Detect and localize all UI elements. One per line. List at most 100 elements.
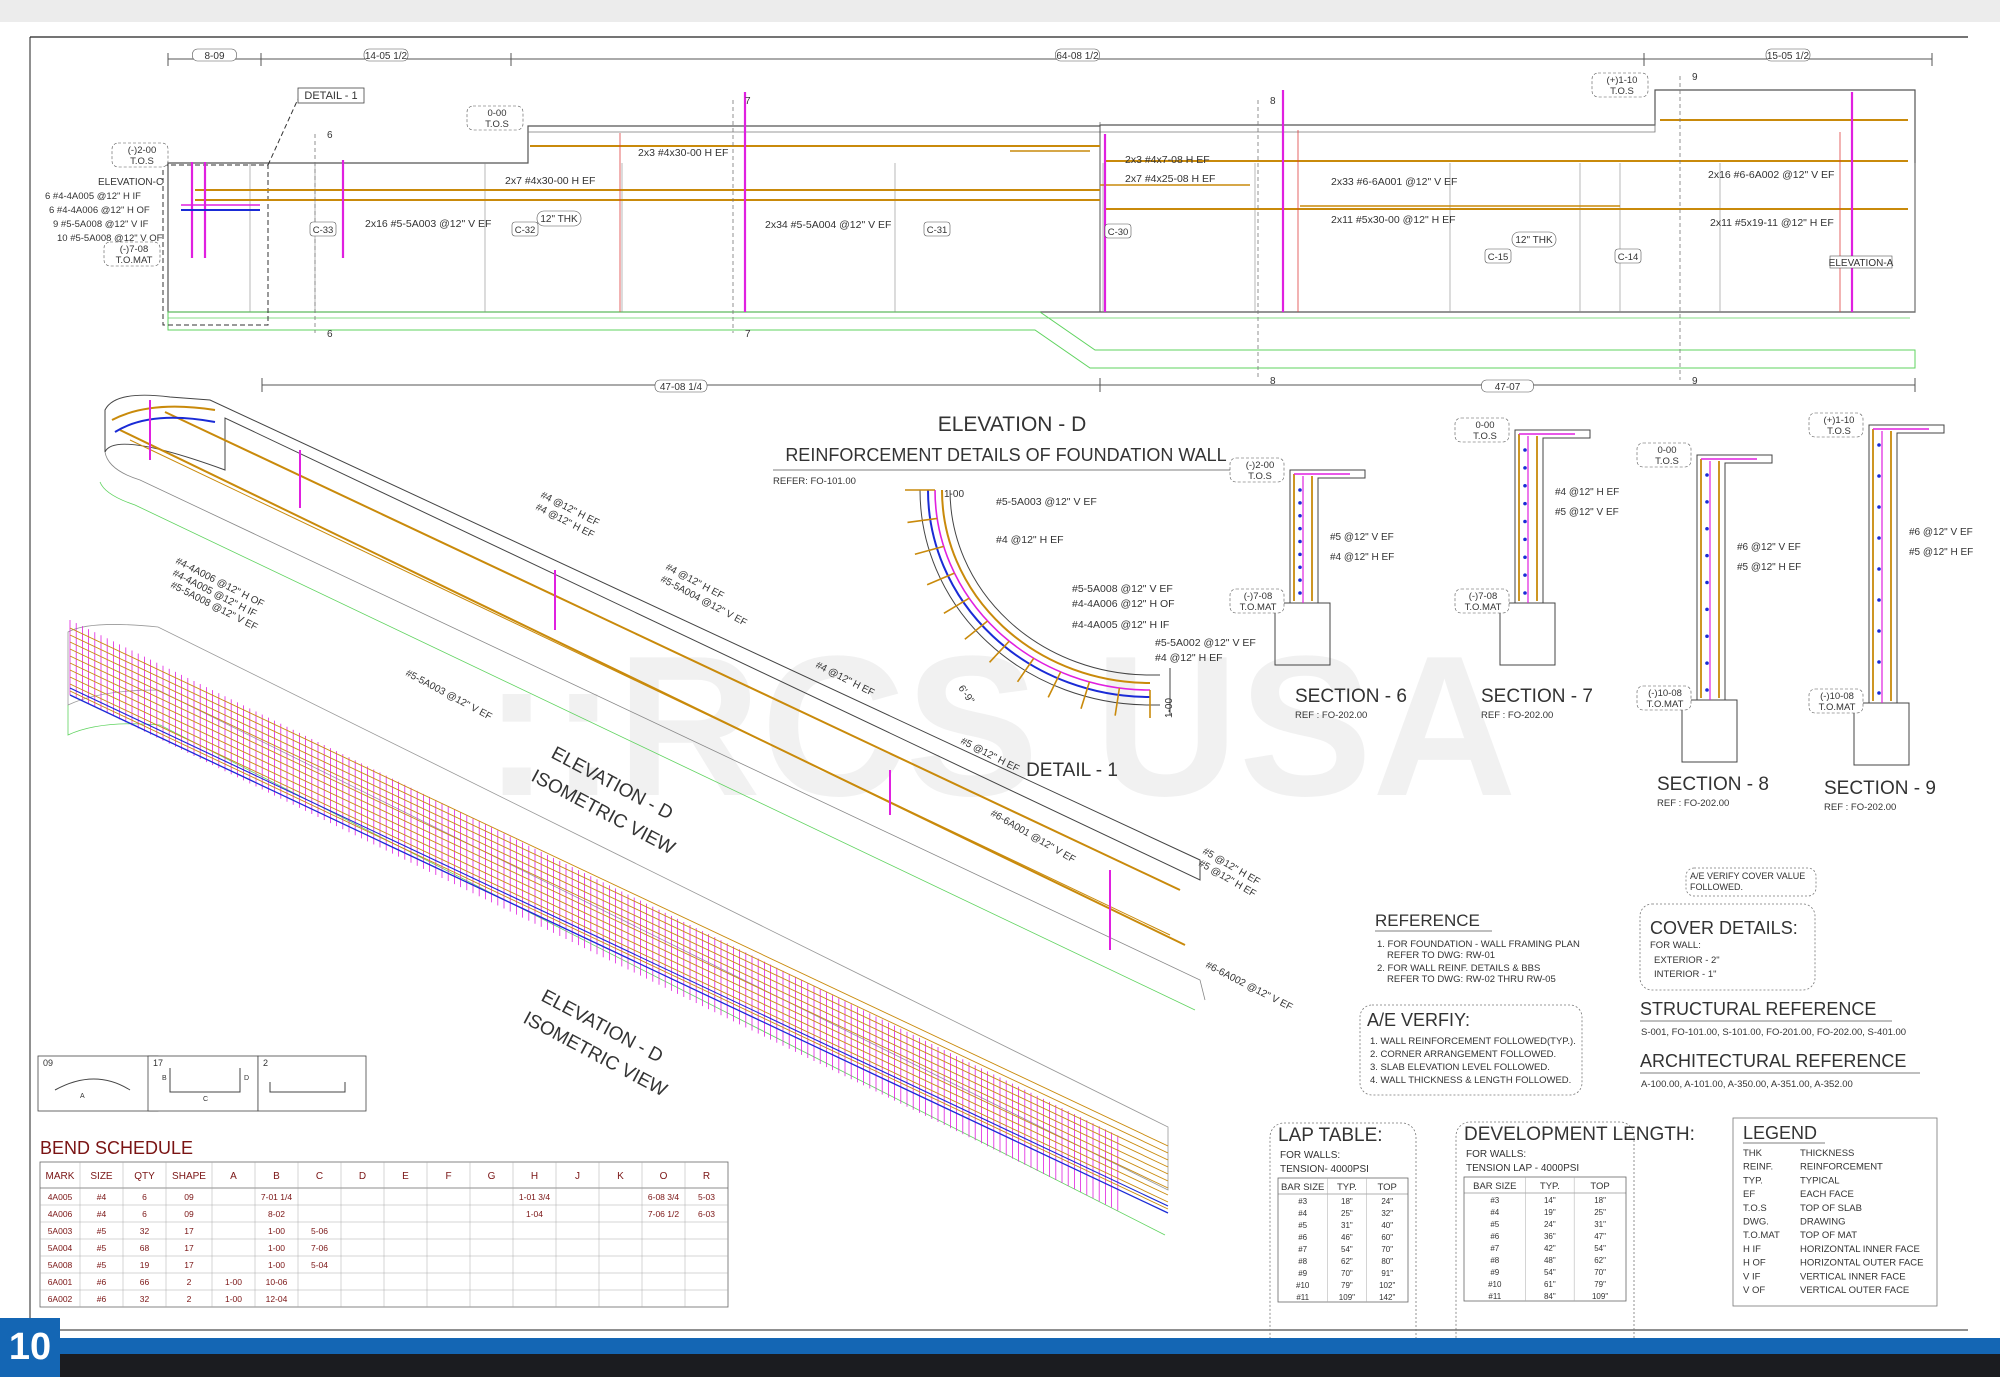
legend-abbreviation: T.O.S (1743, 1203, 1767, 1214)
section-ref: REF : FO-202.00 (1824, 802, 1896, 813)
level-tag-label: T.O.S (1610, 86, 1634, 97)
development-length-cell: 109" (1592, 1292, 1608, 1301)
section-rebar-dot (1705, 526, 1709, 531)
section-rebar-dot (1705, 580, 1709, 585)
section-mark-number: 7 (745, 329, 751, 340)
level-tag-box (103, 241, 161, 267)
development-length-header: BAR SIZE (1473, 1181, 1516, 1192)
section-rebar-dot (1523, 466, 1527, 470)
section-top-level-label: T.O.S (1473, 431, 1497, 442)
detail-inner-curve (949, 489, 1160, 676)
cage-horizontal-bar (69, 662, 1169, 1182)
thickness-tag-box (1511, 231, 1557, 248)
section-bottom-level: (-)10-08 (1820, 691, 1854, 702)
section-bottom-level-label: T.O.MAT (1240, 602, 1277, 613)
lap-table-cell: #5 (1298, 1221, 1307, 1230)
bend-schedule-cell: 2 (187, 1294, 192, 1304)
development-length-cell: 62" (1594, 1256, 1606, 1265)
isometric-lower-cage (69, 620, 1169, 1214)
legend-abbreviation: V OF (1743, 1285, 1765, 1296)
detail-callout: #4-4A005 @12" H IF (1072, 619, 1169, 631)
rebar-bar-label: 2x16 #6-6A002 @12" V EF (1708, 169, 1834, 181)
section-rebar-dot (1877, 567, 1881, 571)
detail-orange-rebar (941, 489, 1151, 684)
bend-schedule-header: D (359, 1171, 366, 1182)
bend-schedule-cell: 1-00 (225, 1294, 242, 1304)
elevation-a-label: ELEVATION-A (1829, 258, 1894, 269)
section-bottom-level-box (1636, 685, 1692, 711)
rebar-bar-label: 2x34 #5-5A004 @12" V EF (765, 219, 891, 231)
section-rebar-dot (1877, 505, 1881, 509)
development-length-cell: 54" (1594, 1244, 1606, 1253)
bend-schedule-cell: 1-00 (225, 1277, 242, 1287)
dimension-label-box (192, 48, 237, 62)
development-length-cell: #4 (1490, 1208, 1499, 1217)
column-tag-label: C-33 (313, 225, 334, 236)
left-rebar-callout: 6 #4-4A005 @12" H IF (45, 191, 141, 202)
section-rebar-dot (1298, 578, 1302, 582)
section-rebar-dot (1298, 526, 1302, 531)
bend-schedule-cell: #6 (97, 1294, 107, 1304)
section-top-level-box (1454, 417, 1510, 443)
bend-schedule-cell: 5A003 (48, 1226, 73, 1236)
section-ref: REF : FO-202.00 (1481, 710, 1553, 721)
bend-schedule-cell: 6 (142, 1209, 147, 1219)
section-top-level-label: T.O.S (1827, 426, 1851, 437)
lap-table-cell: 80" (1381, 1257, 1393, 1266)
thickness-tag-box (536, 210, 582, 227)
section-rebar-dot (1877, 691, 1881, 695)
bend-schedule-cell: 6A002 (48, 1294, 73, 1304)
bend-schedule-cell: 1-00 (268, 1260, 285, 1270)
dimension-label-box (654, 379, 708, 393)
legend-item: DWG.DRAWING (1743, 1217, 1846, 1228)
development-length-cell: 31" (1594, 1220, 1606, 1229)
section-rebar-dot (1877, 660, 1881, 664)
bend-schedule-cell: 17 (184, 1243, 194, 1253)
lap-table-cell: #7 (1298, 1245, 1307, 1254)
section-mark-number: 9 (1692, 376, 1698, 387)
legend-frame (1732, 1117, 1938, 1307)
section-callout: #5 @12" V EF (1330, 532, 1394, 543)
detail-radial-bar (1016, 657, 1035, 683)
left-rebar-callout: 9 #5-5A008 @12" V IF (53, 219, 149, 230)
detail-radial-bar (1047, 671, 1062, 698)
sheet-frame (0, 0, 2000, 1331)
section-rebar-dot (1523, 591, 1527, 595)
section-ref: REF : FO-202.00 (1295, 710, 1367, 721)
level-tag-value: (+)1-10 (1607, 75, 1638, 86)
section-title: SECTION - 7 (1481, 686, 1593, 707)
section-rebar-dot (1298, 565, 1302, 570)
section-rebar-dot (1523, 555, 1527, 560)
bend-schedule-cell: 09 (184, 1209, 194, 1219)
section-top-level: (-)2-00 (1246, 460, 1275, 471)
section-footing (1853, 702, 1910, 766)
legend-abbreviation: V IF (1743, 1271, 1761, 1282)
section-rebar-dot (1877, 443, 1881, 447)
ae-verify-item: 1. WALL REINFORCEMENT FOLLOWED(TYP.). (1370, 1036, 1576, 1047)
column-tag-box (1104, 223, 1132, 239)
section-mark-number: 6 (327, 130, 333, 141)
dimension-label-box (1055, 48, 1100, 62)
section-bottom-level-box (1454, 588, 1510, 614)
bend-schedule-cell: 6-08 3/4 (648, 1192, 679, 1202)
left-rebar-callout: 10 #5-5A008 @12" V OF (57, 233, 163, 244)
section-rebar-dot (1877, 629, 1881, 633)
lap-table-cell: 109" (1339, 1293, 1355, 1302)
shape-2-hook (269, 1082, 346, 1093)
section-rebar-dot (1298, 488, 1302, 492)
legend-abbreviation: TYP. (1743, 1175, 1763, 1186)
thickness-tag-label: 12" THK (1515, 235, 1553, 246)
shape-key-number: 09 (43, 1058, 53, 1068)
reference-item: REFER TO DWG: RW-02 THRU RW-05 (1387, 974, 1556, 985)
